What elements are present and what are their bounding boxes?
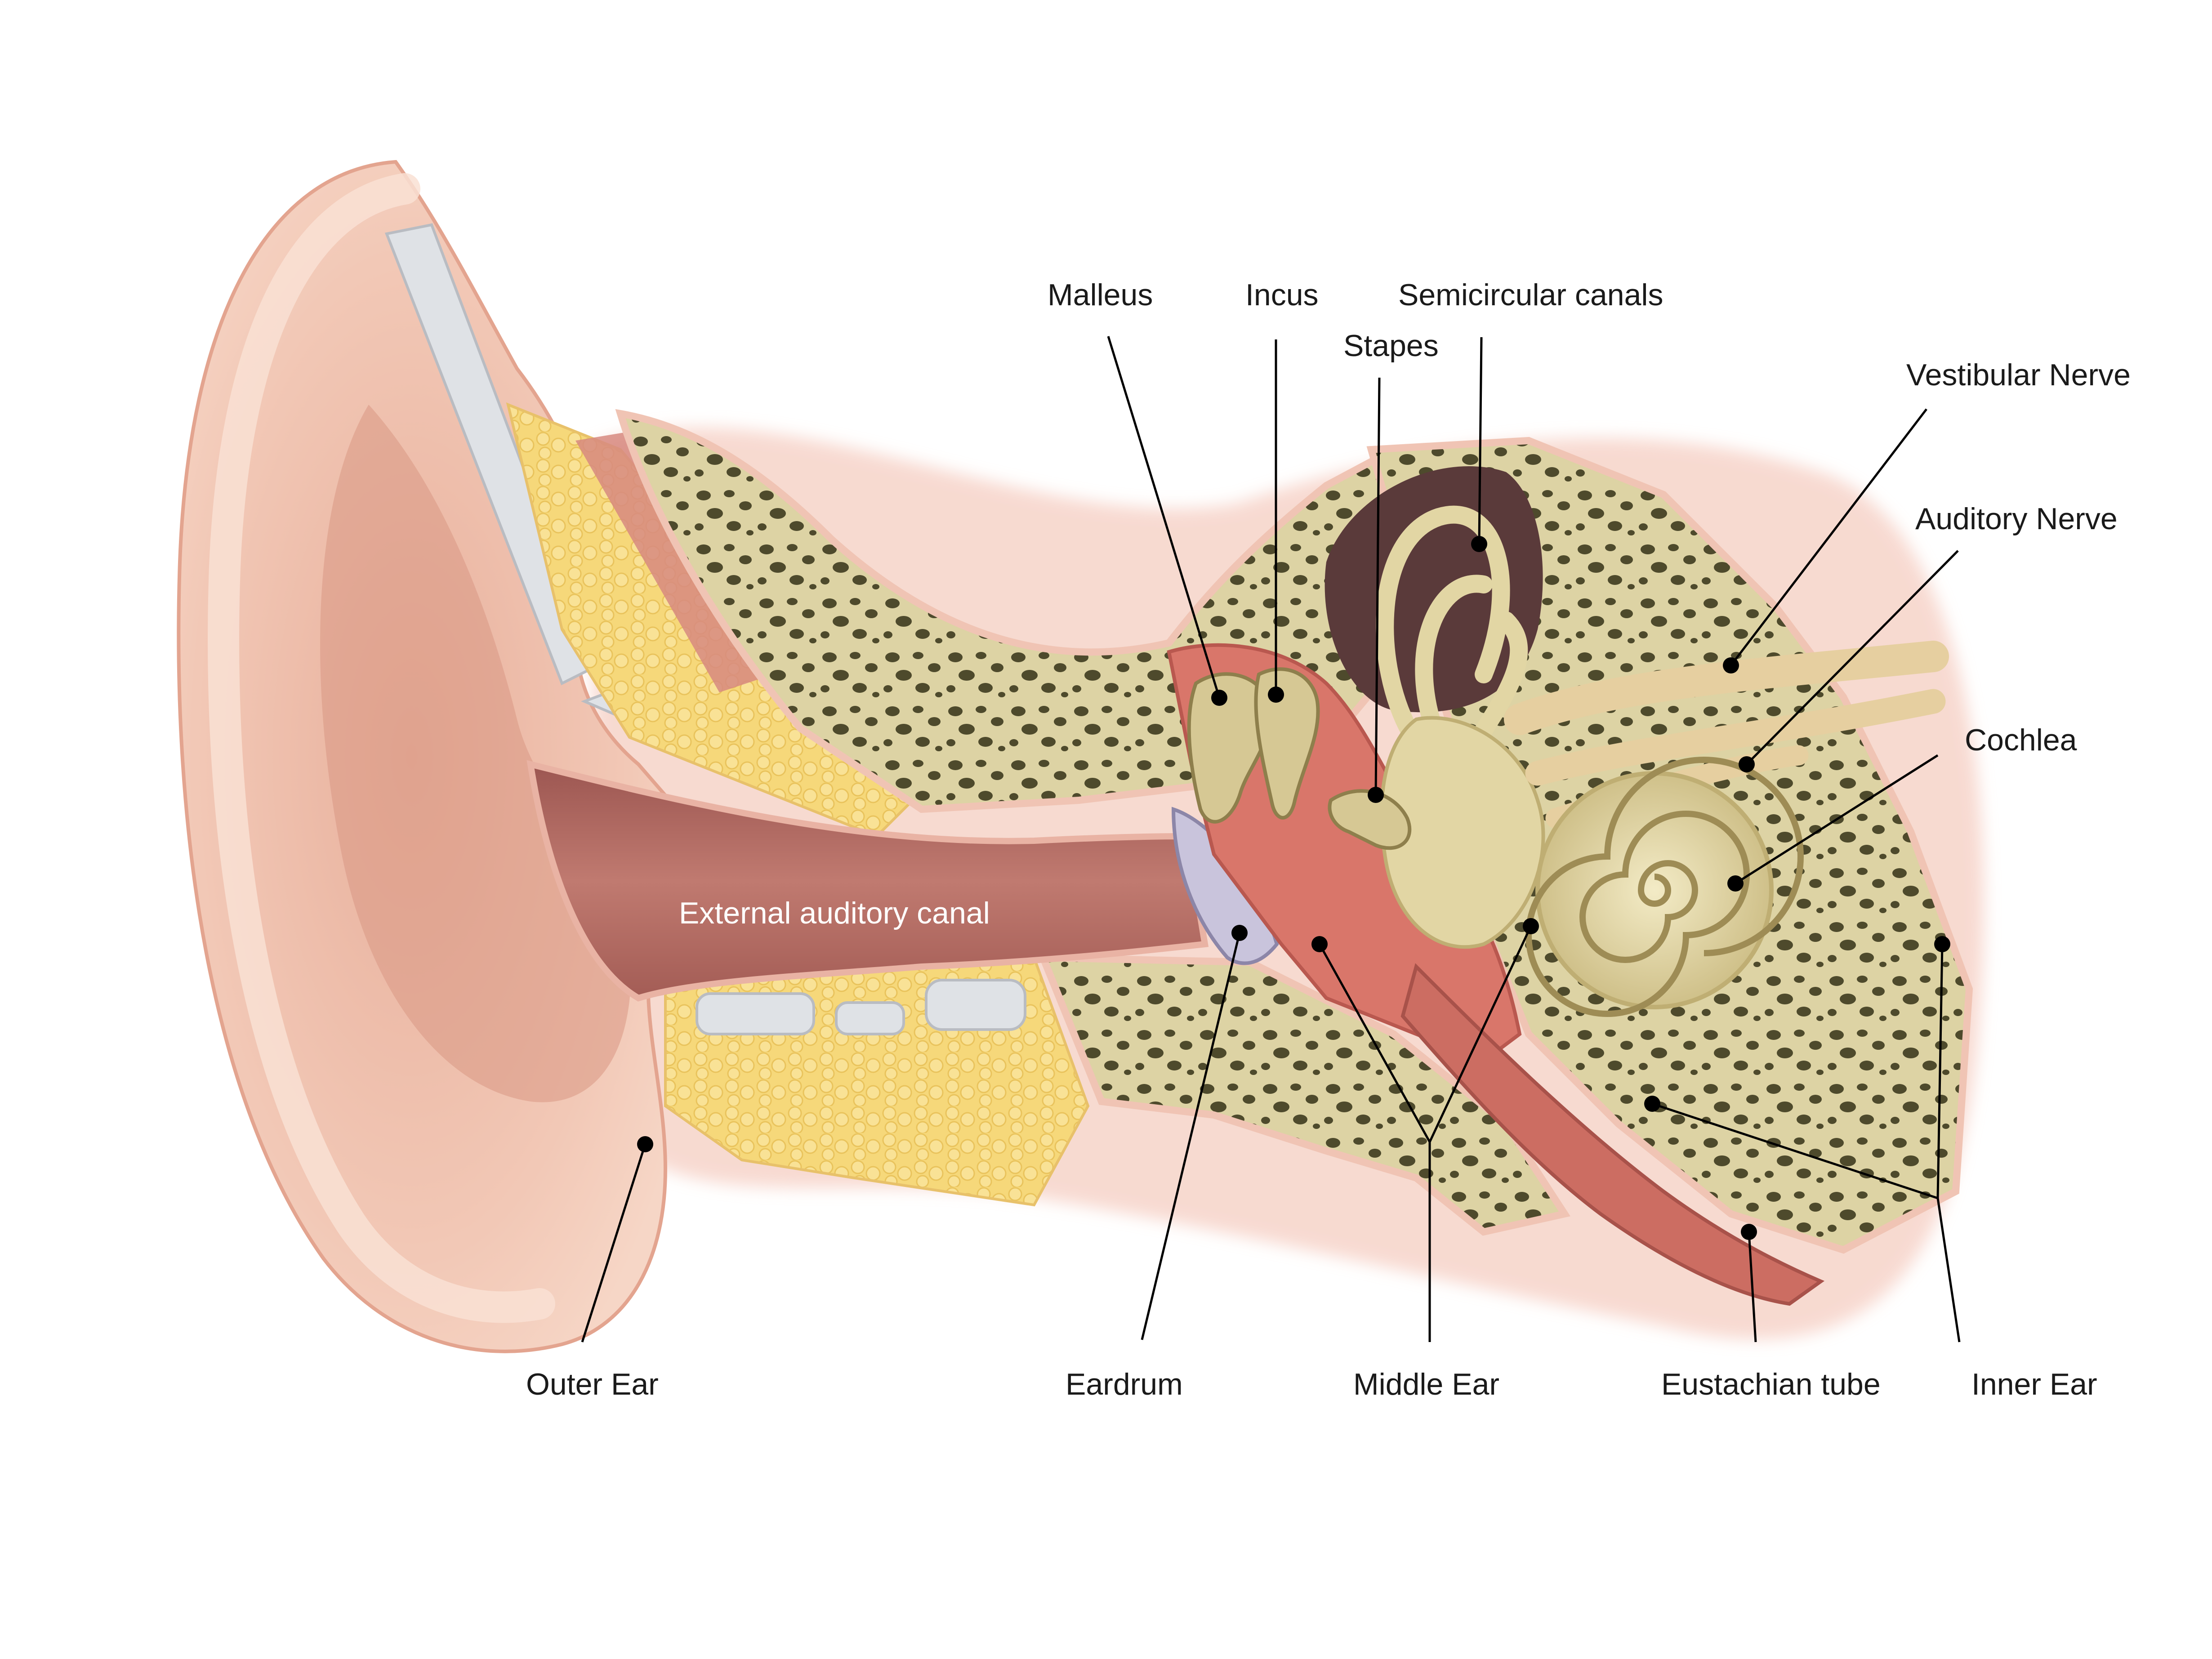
dot-middle-ear-1 (1311, 936, 1328, 952)
leader-semicircular-canals (1478, 337, 1483, 544)
concha (320, 405, 631, 1102)
leader-malleus (1107, 336, 1221, 698)
cartilage-lower-2 (835, 1001, 905, 1035)
dot-vestibular-nerve (1723, 657, 1739, 673)
dot-auditory-nerve (1739, 756, 1755, 772)
dot-incus (1268, 687, 1284, 703)
helix-rim (208, 173, 555, 1323)
label-inner-ear: Inner Ear (1971, 1367, 2097, 1401)
cartilage-lower-3 (925, 979, 1026, 1031)
leader-outer-ear (581, 1144, 647, 1342)
leader-lines (581, 336, 1961, 1342)
dot-semicircular-canals (1471, 536, 1487, 552)
cochlea-structure (1525, 757, 1804, 1017)
stapes-bone (1328, 789, 1412, 850)
temporal-bone-lower (1038, 954, 1570, 1236)
malleus-bone (1187, 672, 1271, 824)
label-eustachian-tube: Eustachian tube (1661, 1367, 1881, 1401)
leader-inner-ear-stem (1936, 1198, 1961, 1342)
cartilage-lower-1 (696, 992, 815, 1035)
label-external-auditory-canal: External auditory canal (679, 896, 990, 930)
leader-eardrum (1141, 932, 1241, 1340)
leader-stapes (1374, 377, 1381, 795)
eustachian-tube-duct (1400, 963, 1825, 1306)
label-malleus: Malleus (1048, 278, 1153, 312)
label-vestibular-nerve: Vestibular Nerve (1906, 358, 2131, 392)
label-incus: Incus (1245, 278, 1319, 312)
dot-middle-ear-2 (1523, 918, 1539, 934)
dot-outer-ear (637, 1136, 653, 1152)
incus-bone (1254, 667, 1320, 820)
anatomy-artwork (177, 160, 1984, 1353)
leader-vestibular-nerve (1730, 408, 1927, 666)
label-middle-ear: Middle Ear (1353, 1367, 1500, 1401)
dot-eustachian-tube (1741, 1224, 1757, 1240)
dot-malleus (1211, 690, 1227, 706)
dot-inner-ear-2 (1934, 936, 1950, 952)
ossicles (1187, 667, 1412, 850)
dot-eardrum (1231, 925, 1248, 941)
leader-cochlea (1735, 754, 1939, 885)
label-auditory-nerve: Auditory Nerve (1915, 502, 2118, 536)
leader-auditory-nerve (1746, 550, 1959, 765)
label-cochlea: Cochlea (1965, 723, 2077, 757)
leader-dots (637, 536, 1950, 1240)
label-eardrum: Eardrum (1066, 1367, 1183, 1401)
leader-eustachian-tube (1748, 1231, 1757, 1342)
dot-cochlea (1727, 875, 1744, 892)
label-outer-ear: Outer Ear (526, 1367, 659, 1401)
external-auditory-canal (526, 760, 1209, 1002)
label-stapes: Stapes (1343, 329, 1439, 363)
dot-stapes (1368, 787, 1384, 803)
dot-inner-ear-1 (1644, 1096, 1660, 1112)
label-semicircular-canals: Semicircular canals (1398, 278, 1663, 312)
